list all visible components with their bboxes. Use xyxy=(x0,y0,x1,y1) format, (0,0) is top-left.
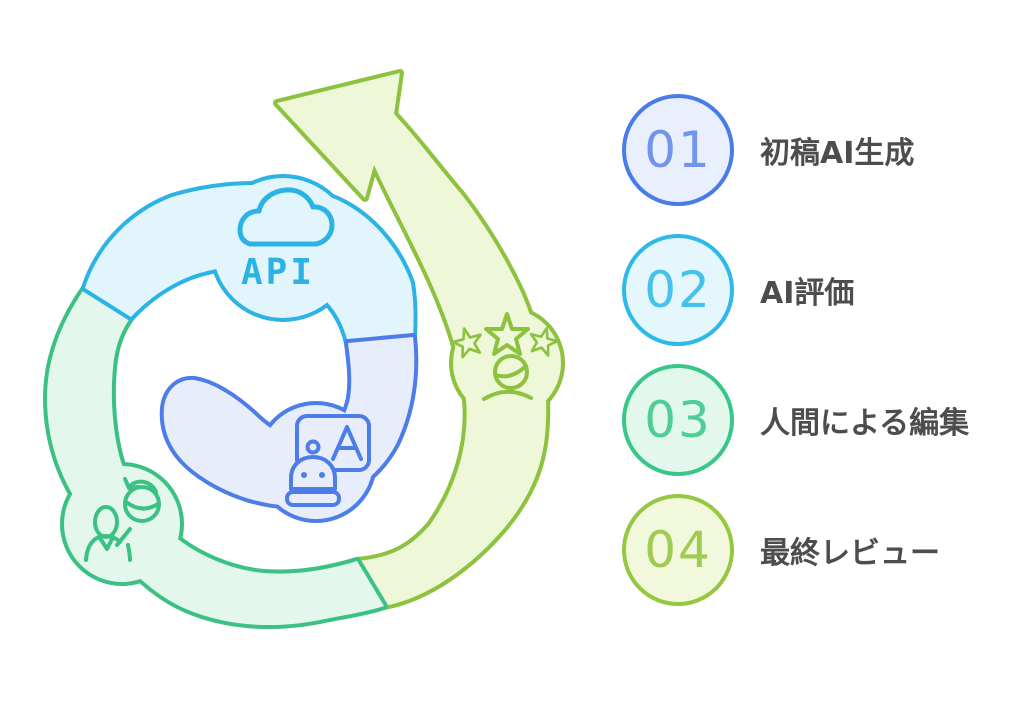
letter-a-glyph xyxy=(331,425,363,461)
step-label: AI評価 xyxy=(760,276,855,311)
step-item-4: 04 最終レビュー xyxy=(622,494,940,606)
step-label: 人間による編集 xyxy=(760,406,970,441)
step-number-badge: 03 xyxy=(622,364,734,476)
step-list: 01 初稿AI生成 02 AI評価 03 人間による編集 04 最終レビュー xyxy=(622,0,1022,706)
refresh-arrow xyxy=(123,477,158,494)
person-body xyxy=(84,534,122,562)
robot-eye xyxy=(319,472,325,478)
robot-antenna xyxy=(305,439,321,455)
segment-api-evaluation: API xyxy=(81,174,418,347)
reviewer-head xyxy=(493,354,529,390)
step-label: 初稿AI生成 xyxy=(760,136,915,171)
segment-ai-generation xyxy=(159,333,419,523)
globe-bowl-line xyxy=(124,500,160,511)
reviewer-shoulders xyxy=(482,389,533,401)
step-item-1: 01 初稿AI生成 xyxy=(622,94,914,206)
step-number-badge: 04 xyxy=(622,494,734,606)
reviewer-face-line xyxy=(494,364,528,379)
segment-final-review xyxy=(273,69,565,610)
cycle-diagram: API xyxy=(43,69,565,630)
step-number-badge: 02 xyxy=(622,234,734,346)
step-item-2: 02 AI評価 xyxy=(622,234,854,346)
cloud-icon xyxy=(237,187,335,247)
cloud-api-icon: API xyxy=(237,187,335,293)
robot-mouth xyxy=(285,490,341,507)
person-arm xyxy=(115,527,132,562)
robot-eye xyxy=(301,472,307,478)
step-item-3: 03 人間による編集 xyxy=(622,364,969,476)
step-label: 最終レビュー xyxy=(760,536,940,571)
api-label: API xyxy=(241,252,315,293)
robot-head xyxy=(289,455,337,491)
person-refresh-icon xyxy=(84,477,161,562)
stars-reviewer-icon xyxy=(448,312,562,401)
segment-human-edit xyxy=(43,284,388,630)
robot-a-icon xyxy=(285,414,371,507)
step-number-badge: 01 xyxy=(622,94,734,206)
person-collar xyxy=(98,535,115,551)
star-icon xyxy=(484,312,530,356)
